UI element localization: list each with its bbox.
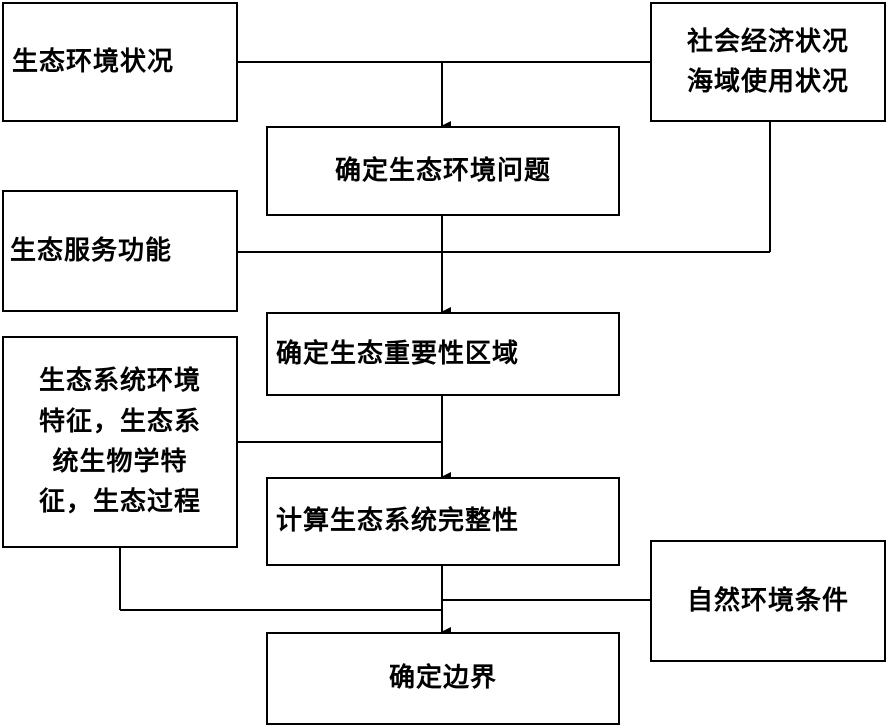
eco-service-function-box: 生态服务功能	[2, 190, 238, 312]
eco-service-function-label: 生态服务功能	[10, 235, 173, 266]
determine-boundary-label: 确定边界	[388, 663, 497, 694]
determine-important-area-label: 确定生态重要性区域	[276, 338, 520, 369]
natural-env-conditions-label: 自然环境条件	[686, 585, 849, 616]
determine-eco-problem-box: 确定生态环境问题	[266, 126, 620, 216]
eco-env-status-box: 生态环境状况	[2, 2, 238, 122]
determine-eco-problem-label: 确定生态环境问题	[334, 155, 551, 186]
compute-integrity-box: 计算生态系统完整性	[266, 477, 620, 566]
determine-important-area-box: 确定生态重要性区域	[266, 312, 620, 396]
socio-economic-box: 社会经济状况 海域使用状况	[650, 2, 886, 122]
compute-integrity-label: 计算生态系统完整性	[276, 506, 520, 537]
ecosystem-features-box: 生态系统环境 特征，生态系 统生物学特 征，生态过程	[2, 336, 238, 548]
determine-boundary-box: 确定边界	[266, 632, 620, 725]
eco-env-status-label: 生态环境状况	[12, 46, 175, 77]
socio-economic-label: 社会经济状况 海域使用状况	[686, 26, 849, 97]
ecosystem-features-label: 生态系统环境 特征，生态系 统生物学特 征，生态过程	[38, 366, 201, 518]
natural-env-conditions-box: 自然环境条件	[650, 540, 886, 662]
